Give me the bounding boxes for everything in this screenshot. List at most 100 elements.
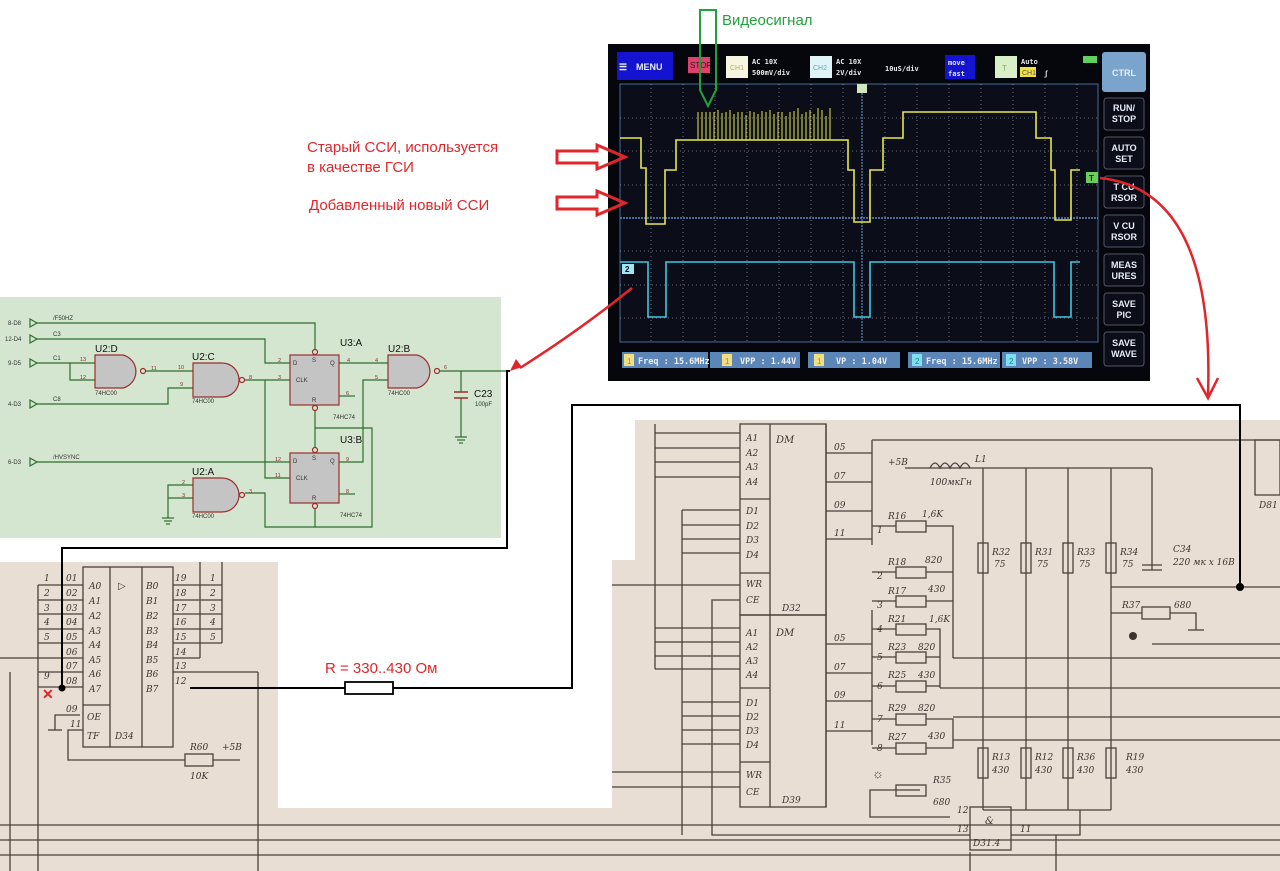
scope-trigger-label-text: T <box>1002 64 1007 73</box>
gate-u2c <box>192 362 240 398</box>
green-schematic-pin-nums-6-text: 2 <box>278 358 281 364</box>
ch2-badge <box>810 56 832 78</box>
paper-right-dm-text: DM <box>775 435 795 446</box>
gate-pin-numbers: 13 12 11 10 9 8 2 3 4 4 5 6 6 12 11 9 8 … <box>80 357 447 499</box>
paper-left-left-nums-5-text: 06 <box>66 648 78 658</box>
output-pins: 05 07 09 11 05 07 09 11 <box>834 443 846 731</box>
menu-icon: ☰ <box>619 62 627 72</box>
paper-right-a-pins-2-text: A3 <box>745 463 758 473</box>
paper-left-tf-text: TF <box>87 732 100 742</box>
lamp-icon: ☼ <box>872 766 884 781</box>
green-schematic-pin-nums-8-text: 4 <box>347 358 350 364</box>
green-schematic-pin-nums-16-text: 8 <box>346 489 349 495</box>
arrowhead-icon <box>1195 377 1220 401</box>
paper-left-left-nums-6-text: 07 <box>66 662 78 672</box>
paper-left-left-nums-2-text: 03 <box>66 604 78 614</box>
paper-left-a-pins-1-text: A1 <box>88 597 101 607</box>
paper-left-left-nums-7-text: 08 <box>66 677 78 687</box>
ch1-badge <box>726 56 748 78</box>
green-schematic-ff-pins-r-text: R <box>312 398 317 404</box>
paper-left-a-pins-4-text: A4 <box>88 641 101 651</box>
scope-ch1-scale-text: 500mV/div <box>752 69 790 77</box>
resistor-note: R = 330..430 Ом <box>325 660 437 677</box>
annotations: Видеосигнал Старый ССИ, используется в к… <box>307 9 1220 401</box>
scope-buttons-5-l1-text: MEAS <box>1111 260 1137 270</box>
paper-left-right-nums-2-text: 17 <box>175 604 187 614</box>
paper-left-right-nums-5-text: 14 <box>175 648 187 658</box>
scope-buttons-3-l1-text: T CU <box>1114 182 1135 192</box>
green-schematic-u2d-text: U2:D <box>95 344 118 355</box>
paper-right-resistors-bottom-0-name-text: R13 <box>991 753 1011 763</box>
paper-left-right-nums-0-text: 19 <box>175 574 187 584</box>
trigger-position-marker <box>857 84 867 93</box>
paper-left-left-nums-3-text: 04 <box>66 618 78 628</box>
paper-right-resistors-h-7-value-text: 430 <box>927 732 945 742</box>
scope-measurements-2-ch-text: 1 <box>817 357 822 366</box>
green-schematic: 8-D8 12-D4 9-D5 4-D3 6-D3 /F50HZ C3 C1 C… <box>0 297 510 538</box>
paper-right-gate-text: D31.4 <box>972 839 1001 849</box>
paper-left-a-pins-5-text: A5 <box>88 656 101 666</box>
green-schematic-pin-nums-22-text: 2 <box>182 480 185 486</box>
scope-measurements-4-text-text: VPP : 3.58V <box>1022 357 1078 367</box>
green-schematic-ff-part-text: 74HC74 <box>340 513 363 519</box>
paper-right-resistors-h-0-value-text: 1,6K <box>922 510 944 520</box>
paper-right-resistors-h-0-n-text: 1 <box>877 526 883 536</box>
gate-u2b <box>387 354 431 389</box>
paper-right-d-pins-1-text: D2 <box>745 522 759 532</box>
old-sync-label-line2: в качестве ГСИ <box>307 159 414 176</box>
paper-right-a-pins-3-text: A4 <box>745 671 758 681</box>
added-wiring <box>58 370 1244 695</box>
paper-right-resistors-h-3-name-text: R21 <box>887 615 906 625</box>
ch1-video-spikes <box>697 108 831 140</box>
green-schematic-inputs-2-pin-text: 9-D5 <box>8 361 22 367</box>
paper-right-out-pins-2-text: 09 <box>834 691 846 701</box>
run-stop-button[interactable]: RUN/STOP <box>1103 97 1145 131</box>
move-speed-button[interactable]: move fast <box>945 55 975 79</box>
menu-button[interactable]: ☰ MENU <box>617 52 673 80</box>
paper-right-resistors-bottom-3-name-text: R19 <box>1125 753 1145 763</box>
paper-right-supply-text: +5B <box>888 458 908 468</box>
scope-ch1-marker-text: T <box>1089 174 1094 183</box>
added-resistor <box>344 681 394 695</box>
green-schematic-pin-nums-9-text: 5 <box>375 375 378 381</box>
scope-ch2-coupling-text: AC 10X <box>836 58 862 66</box>
paper-right-gate-pins-2-text: 11 <box>1020 825 1031 835</box>
paper-left-b-pins-1-text: B1 <box>145 597 158 607</box>
paper-right-resistors-bottom-0-value-text: 430 <box>991 766 1009 776</box>
paper-right-resistors-bottom-2-name-text: R36 <box>1076 753 1096 763</box>
scope-buttons-1-l2-text: STOP <box>1112 114 1136 124</box>
paper-left-left-nums-1-text: 02 <box>66 589 78 599</box>
paper-left-oe-text: OE <box>87 713 101 723</box>
paper-right-resistors-h-1-name-text: R18 <box>887 558 907 568</box>
paper-right-out-pins-1-text: 07 <box>834 663 846 673</box>
paper-right-resistors-h-2-n-text: 3 <box>877 601 883 611</box>
rising-edge-icon: ʃ <box>1044 70 1048 78</box>
gate-u2d <box>94 354 137 389</box>
scope-ch1-label-text: CH1 <box>730 65 744 72</box>
ch2-marker <box>622 264 634 274</box>
green-schematic-ff-pins-clk-text: CLK <box>296 476 308 482</box>
paper-left-right-lines-1-text: 2 <box>209 589 216 599</box>
scope-measurements-0-ch-text: 1 <box>627 357 632 366</box>
paper-right-r37-text: R37 <box>1121 601 1141 611</box>
green-schematic-ff-pins-q-text: Q <box>330 361 335 367</box>
paper-right-r35-value-text: 680 <box>933 798 950 808</box>
scope-ch2-label-text: CH2 <box>813 65 827 72</box>
paper-right-resistors-h-6-n-text: 7 <box>877 715 883 725</box>
measurement-bar: 1 Freq : 15.6MHz 1 VPP : 1.44V 1 VP : 1.… <box>622 352 1092 368</box>
paper-right-r37-value-text: 680 <box>1174 601 1191 611</box>
scope-buttons-3-l2-text: RSOR <box>1111 193 1138 203</box>
paper-left-pin9-text: 9 <box>44 672 50 682</box>
scope-measurements-2-text-text: VP : 1.04V <box>836 357 887 367</box>
paper-left-right-nums-1-text: 18 <box>175 589 187 599</box>
ctrl-button[interactable]: CTRL <box>1102 52 1146 92</box>
paper-right-resistors-h-5-name-text: R25 <box>887 671 907 681</box>
red-arrow-to-paper <box>1099 176 1210 396</box>
